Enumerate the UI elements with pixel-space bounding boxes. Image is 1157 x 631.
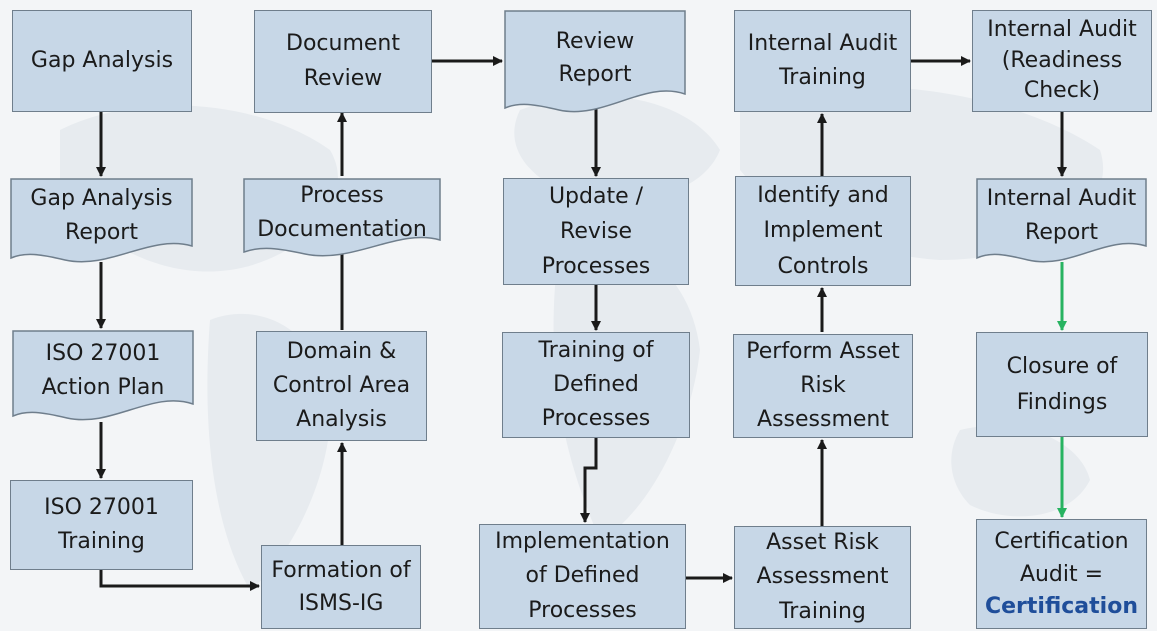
document-shape-icon: [10, 178, 193, 263]
document-shape-icon: [243, 178, 441, 257]
internal-audit-readiness-label: Internal Audit (Readiness Check): [987, 16, 1137, 104]
action-plan-label: ISO 27001 Action Plan: [41, 340, 165, 400]
identify-controls-box: Identify and Implement Controls: [735, 176, 911, 286]
iso-training-label: ISO 27001 Training: [44, 494, 159, 554]
internal-audit-readiness-box: Internal Audit (Readiness Check): [972, 10, 1152, 112]
domain-control-box: Domain & Control Area Analysis: [256, 331, 427, 441]
gap-analysis-label: Gap Analysis: [30, 48, 174, 74]
document-shape-icon: [504, 10, 686, 113]
process-documentation-document: Process Documentation: [243, 178, 441, 262]
certification-audit-label: Certification Audit =: [994, 529, 1129, 588]
gap-analysis-report-document: Gap Analysis Report: [10, 178, 193, 268]
document-review-box: Document Review: [254, 10, 432, 113]
gap-analysis-box: Gap Analysis: [12, 10, 192, 112]
action-plan-document: ISO 27001 Action Plan: [12, 330, 194, 426]
perform-asset-risk-box: Perform Asset Risk Assessment: [733, 334, 913, 438]
document-shape-icon: [976, 178, 1147, 263]
implementation-defined-box: Implementation of Defined Processes: [479, 524, 686, 629]
update-revise-box: Update / Revise Processes: [503, 178, 689, 285]
process-documentation-label: Process Documentation: [257, 182, 427, 242]
domain-control-label: Domain & Control Area Analysis: [272, 338, 411, 433]
iso-training-box: ISO 27001 Training: [10, 480, 193, 570]
certification-audit-box: Certification Audit = Certification: [976, 519, 1147, 629]
perform-asset-risk-label: Perform Asset Risk Assessment: [746, 338, 900, 433]
internal-audit-report-document: Internal Audit Report: [976, 178, 1147, 268]
asset-risk-training-label: Asset Risk Assessment Training: [756, 530, 889, 624]
internal-audit-report-label: Internal Audit Report: [986, 185, 1137, 245]
asset-risk-training-box: Asset Risk Assessment Training: [734, 526, 911, 629]
formation-isms-box: Formation of ISMS-IG: [261, 545, 421, 629]
closure-findings-label: Closure of Findings: [1006, 354, 1118, 415]
review-report-document: Review Report: [504, 10, 686, 120]
review-report-label: Review Report: [555, 29, 635, 87]
update-revise-label: Update / Revise Processes: [541, 183, 651, 280]
internal-audit-training-box: Internal Audit Training: [734, 10, 911, 112]
training-defined-label: Training of Defined Processes: [538, 337, 654, 432]
internal-audit-training-label: Internal Audit Training: [747, 30, 898, 90]
implementation-defined-label: Implementation of Defined Processes: [495, 529, 670, 623]
gap-analysis-report-label: Gap Analysis Report: [30, 185, 173, 245]
document-review-label: Document Review: [286, 31, 400, 91]
identify-controls-label: Identify and Implement Controls: [757, 183, 889, 279]
closure-findings-box: Closure of Findings: [976, 332, 1148, 437]
formation-isms-label: Formation of ISMS-IG: [271, 558, 411, 616]
document-shape-icon: [12, 330, 194, 421]
certification-highlight-label: Certification: [984, 594, 1138, 620]
training-defined-box: Training of Defined Processes: [502, 332, 690, 438]
